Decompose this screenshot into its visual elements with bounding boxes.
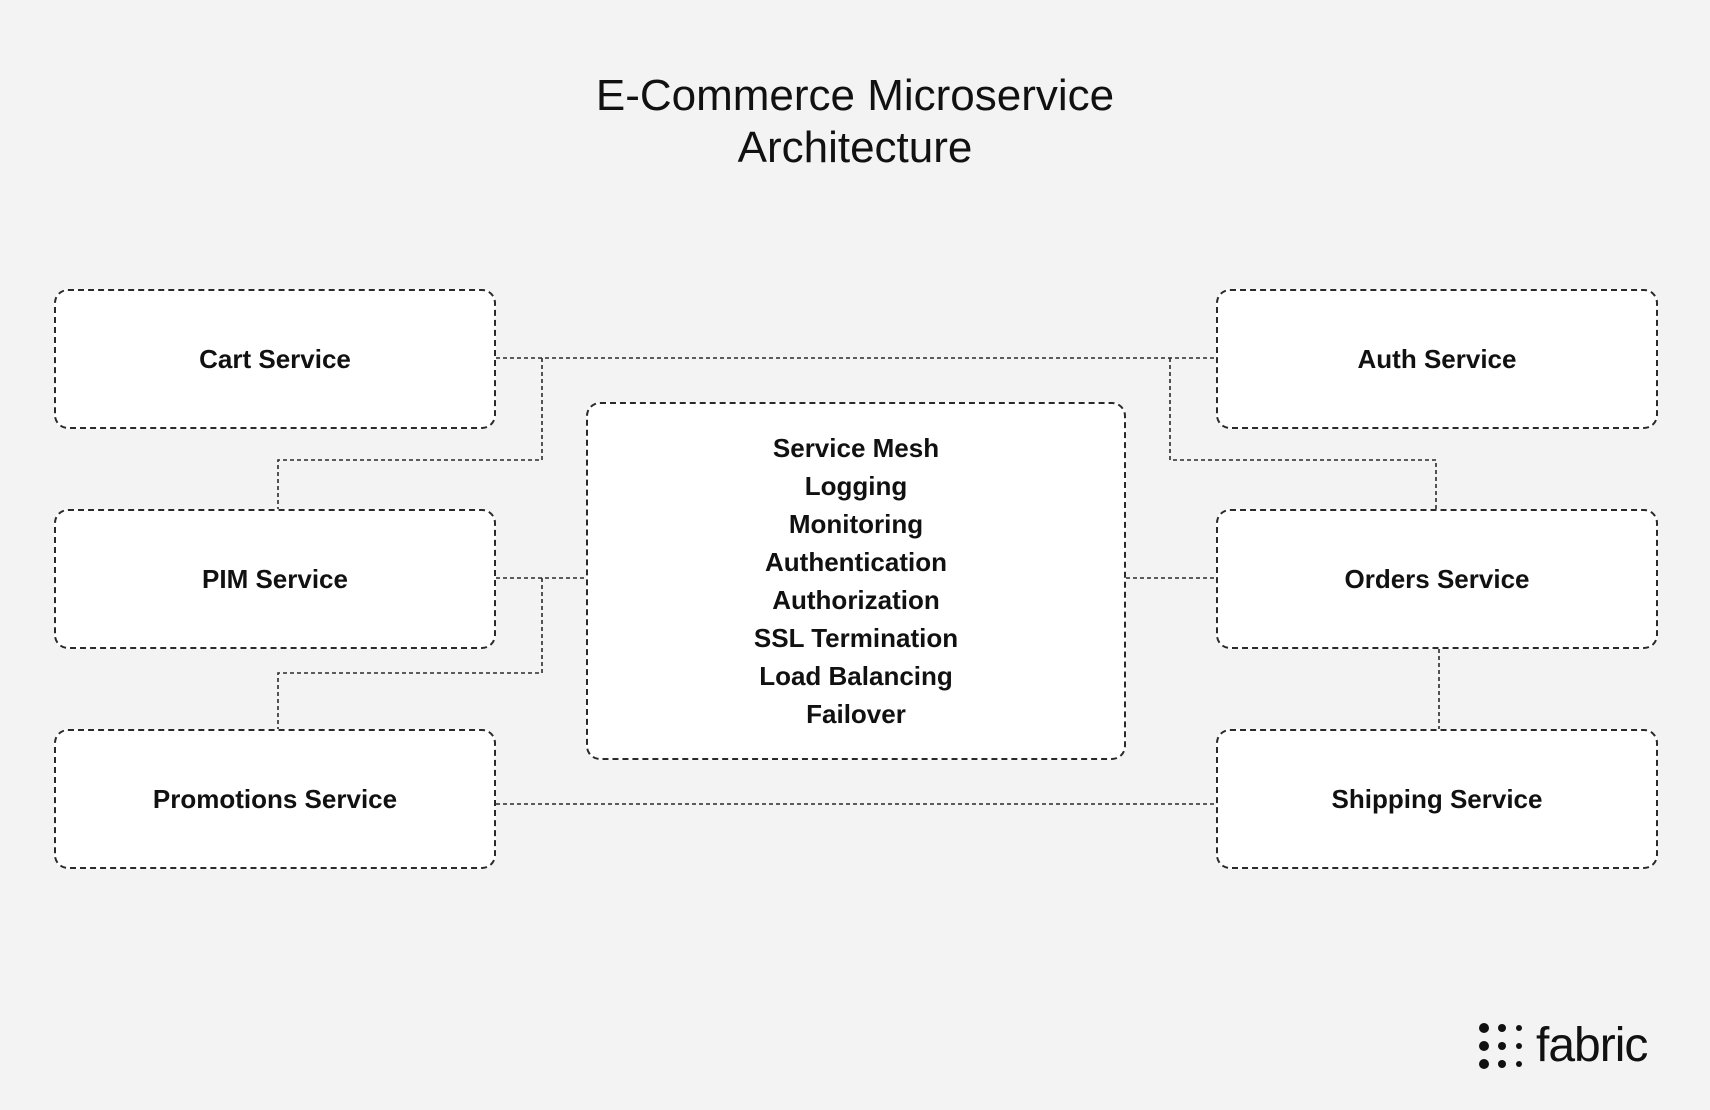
- mesh-item: Failover: [806, 699, 906, 729]
- promotions-service-label: Promotions Service: [152, 783, 398, 814]
- promotions-service-box: Promotions Service: [54, 729, 496, 869]
- diagram-title-line-2: Architecture: [737, 123, 973, 172]
- dot-grid-icon: [1479, 1023, 1522, 1069]
- auth-service-label: Auth Service: [1357, 343, 1517, 374]
- mesh-item: SSL Termination: [753, 623, 959, 653]
- service-mesh-list: Service Mesh Logging Monitoring Authenti…: [754, 429, 958, 733]
- connector-pim-promotions: [277, 578, 543, 729]
- mesh-item: Authentication: [765, 547, 947, 577]
- cart-service-label: Cart Service: [199, 343, 351, 374]
- mesh-item: Authorization: [772, 585, 940, 615]
- mesh-item: Monitoring: [788, 509, 924, 539]
- shipping-service-box: Shipping Service: [1216, 729, 1658, 869]
- diagram-title: E-Commerce Microservice Architecture: [0, 70, 1710, 174]
- fabric-logo: fabric: [1478, 1018, 1678, 1074]
- connector-cart-pim: [277, 358, 543, 509]
- pim-service-label: PIM Service: [202, 563, 348, 594]
- auth-service-box: Auth Service: [1216, 289, 1658, 429]
- connector-auth-orders: [1169, 358, 1437, 509]
- pim-service-box: PIM Service: [54, 509, 496, 649]
- logo-wordmark: fabric: [1536, 1019, 1648, 1072]
- diagram-title-line-1: E-Commerce Microservice: [595, 71, 1115, 120]
- shipping-service-label: Shipping Service: [1331, 783, 1543, 814]
- service-mesh-box: Service Mesh Logging Monitoring Authenti…: [586, 402, 1126, 760]
- mesh-item: Service Mesh: [772, 433, 940, 463]
- mesh-item: Load Balancing: [759, 661, 953, 691]
- orders-service-box: Orders Service: [1216, 509, 1658, 649]
- mesh-item: Logging: [804, 471, 908, 501]
- cart-service-box: Cart Service: [54, 289, 496, 429]
- orders-service-label: Orders Service: [1344, 563, 1530, 594]
